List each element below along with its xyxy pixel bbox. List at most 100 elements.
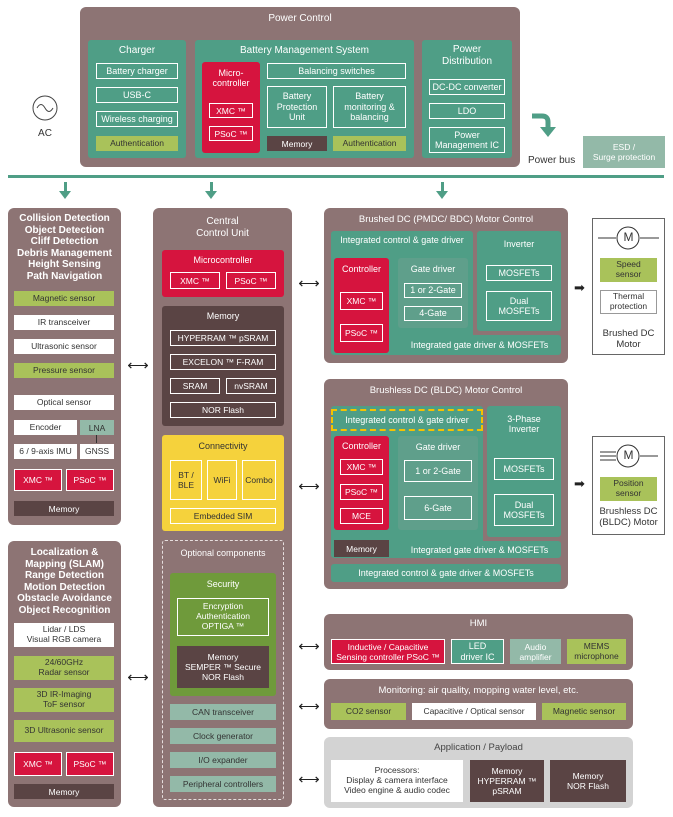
bt-ble: BT / BLE (170, 460, 202, 500)
power-distribution-section: Power Distribution (422, 40, 512, 158)
monitoring-magnetic-sensor: Magnetic sensor (542, 703, 626, 720)
co2-sensor: CO2 sensor (331, 703, 406, 720)
magnetic-sensor: Magnetic sensor (14, 291, 114, 306)
peripheral-controllers: Peripheral controllers (170, 776, 276, 792)
battery-monitoring: Battery monitoring & balancing (333, 86, 406, 128)
bldc-dual-mosfets: Dual MOSFETs (494, 494, 554, 526)
bldc-gate-6: 6-Gate (404, 496, 472, 520)
mems-microphone: MEMS microphone (567, 639, 626, 664)
bldc-gate-title: Gate driver (415, 442, 461, 452)
ac-label: AC (38, 128, 52, 139)
ccu-xmc: XMC ™ (170, 272, 220, 289)
brushed-controller-title: Controller (341, 264, 381, 274)
sensing-title: Collision Detection Object Detection Cli… (16, 213, 113, 282)
slam-title: Localization & Mapping (SLAM) Range Dete… (17, 547, 112, 616)
brushed-motor-label: Brushed DC Motor (602, 328, 655, 350)
ac-source: AC (18, 92, 72, 144)
charger-title: Charger (118, 45, 156, 56)
ultrasonic-sensor: Ultrasonic sensor (14, 339, 114, 354)
ccu-microcontroller: Microcontroller (162, 250, 284, 297)
sensing-psoc: PSoC ™ (66, 469, 114, 491)
lidar-camera: Lidar / LDS Visual RGB camera (14, 623, 114, 647)
arrow-ccu-brushed: ⟷ (298, 275, 320, 292)
brushed-controller: Controller (334, 258, 389, 353)
charger-authentication: Authentication (96, 136, 178, 151)
brushed-gate-driver: Gate driver (398, 258, 468, 328)
arrow-sensing-ccu: ⟷ (127, 357, 149, 374)
gnss: GNSS (80, 444, 114, 459)
bldc-title: Brushless DC (BLDC) Motor Control (369, 385, 523, 396)
bldc-integrated-control-gate-mosfets: Integrated control & gate driver & MOSFE… (331, 564, 561, 582)
bldc-gate-1-2: 1 or 2-Gate (404, 460, 472, 482)
brushed-motor-m: M (623, 230, 634, 244)
application-memory-nor: Memory NOR Flash (550, 760, 626, 802)
brushed-mosfets: MOSFETs (486, 265, 552, 281)
io-expander: I/O expander (170, 752, 276, 768)
bldc-controller: Controller (334, 436, 389, 530)
hmi-title: HMI (469, 618, 488, 629)
brushed-integrated-gate-mosfets: Integrated gate driver & MOSFETs (398, 335, 561, 355)
down-arrow-3 (436, 182, 448, 199)
bms-xmc: XMC ™ (209, 103, 253, 118)
sensing-xmc: XMC ™ (14, 469, 62, 491)
embedded-sim: Embedded SIM (170, 508, 276, 524)
encoder: Encoder (14, 420, 77, 435)
bldc-inverter-title: 3-Phase Inverter (507, 414, 541, 435)
power-bus-line (8, 175, 664, 178)
bms-memory: Memory (267, 136, 327, 151)
bldc-psoc: PSoC ™ (340, 484, 383, 500)
arrow-ccu-monitoring: ⟷ (298, 698, 320, 715)
hyperram: HYPERRAM ™ pSRAM (170, 330, 276, 346)
lna-connector (96, 435, 97, 443)
can-transceiver: CAN transceiver (170, 704, 276, 720)
optiga-encryption: Encryption Authentication OPTIGA ™ (177, 598, 269, 636)
ir-transceiver: IR transceiver (14, 315, 114, 330)
brushed-integrated-label: Integrated control & gate driver (340, 235, 464, 245)
ccu-connectivity: Connectivity (162, 435, 284, 531)
power-bus-arrow-icon (532, 113, 556, 137)
ccu-title: Central Control Unit (196, 216, 249, 239)
ac-icon (32, 95, 58, 121)
down-arrow-1 (59, 182, 71, 199)
arrow-slam-ccu: ⟷ (127, 669, 149, 686)
brushed-xmc: XMC ™ (340, 292, 383, 310)
wireless-charging: Wireless charging (96, 111, 178, 127)
optional-components: Optional components (162, 540, 284, 800)
brushed-inverter: Inverter (477, 231, 561, 331)
monitoring-title: Monitoring: air quality, mopping water l… (378, 685, 579, 696)
nvsram: nvSRAM (226, 378, 276, 394)
bldc-mce: MCE (340, 508, 383, 524)
optical-sensor: Optical sensor (14, 395, 114, 410)
ccu-psoc: PSoC ™ (226, 272, 276, 289)
semper-memory: Memory SEMPER ™ Secure NOR Flash (177, 646, 269, 688)
power-management-ic: Power Management IC (429, 127, 505, 153)
motor-icon (598, 226, 659, 250)
application-memory-hyperram: Memory HYPERRAM ™ pSRAM (470, 760, 544, 802)
position-sensor: Position sensor (600, 477, 657, 501)
usb-c: USB-C (96, 87, 178, 103)
combo: Combo (242, 460, 276, 500)
imu: 6 / 9-axis IMU (14, 444, 77, 459)
ccu-memory: Memory (162, 306, 284, 426)
connectivity-title: Connectivity (198, 441, 248, 451)
brushed-inverter-title: Inverter (503, 239, 535, 249)
inductive-sensing-controller: Inductive / Capacitive Sensing controlle… (331, 639, 445, 664)
slam-xmc: XMC ™ (14, 752, 62, 776)
ccu-memory-title: Memory (206, 311, 240, 321)
bldc-integrated-gate-mosfets: Integrated gate driver & MOSFETs (398, 541, 561, 558)
down-arrow-2 (205, 182, 217, 199)
bldc-memory: Memory (334, 540, 389, 557)
sensing-memory: Memory (14, 501, 114, 516)
balancing-switches: Balancing switches (267, 63, 406, 79)
processors: Processors: Display & camera interface V… (331, 760, 463, 802)
lna: LNA (80, 420, 114, 435)
bldc-mosfets: MOSFETs (494, 458, 554, 480)
bldc-motor-icon (600, 444, 658, 468)
ldo: LDO (429, 103, 505, 119)
ccu-micro-title: Microcontroller (193, 255, 253, 265)
bms-micro-title: Micro- controller (212, 68, 250, 89)
arrow-ccu-hmi: ⟷ (298, 638, 320, 655)
power-bus-label: Power bus (528, 155, 576, 166)
brushed-gate-1-2: 1 or 2-Gate (404, 283, 462, 298)
bms-authentication: Authentication (333, 136, 406, 151)
